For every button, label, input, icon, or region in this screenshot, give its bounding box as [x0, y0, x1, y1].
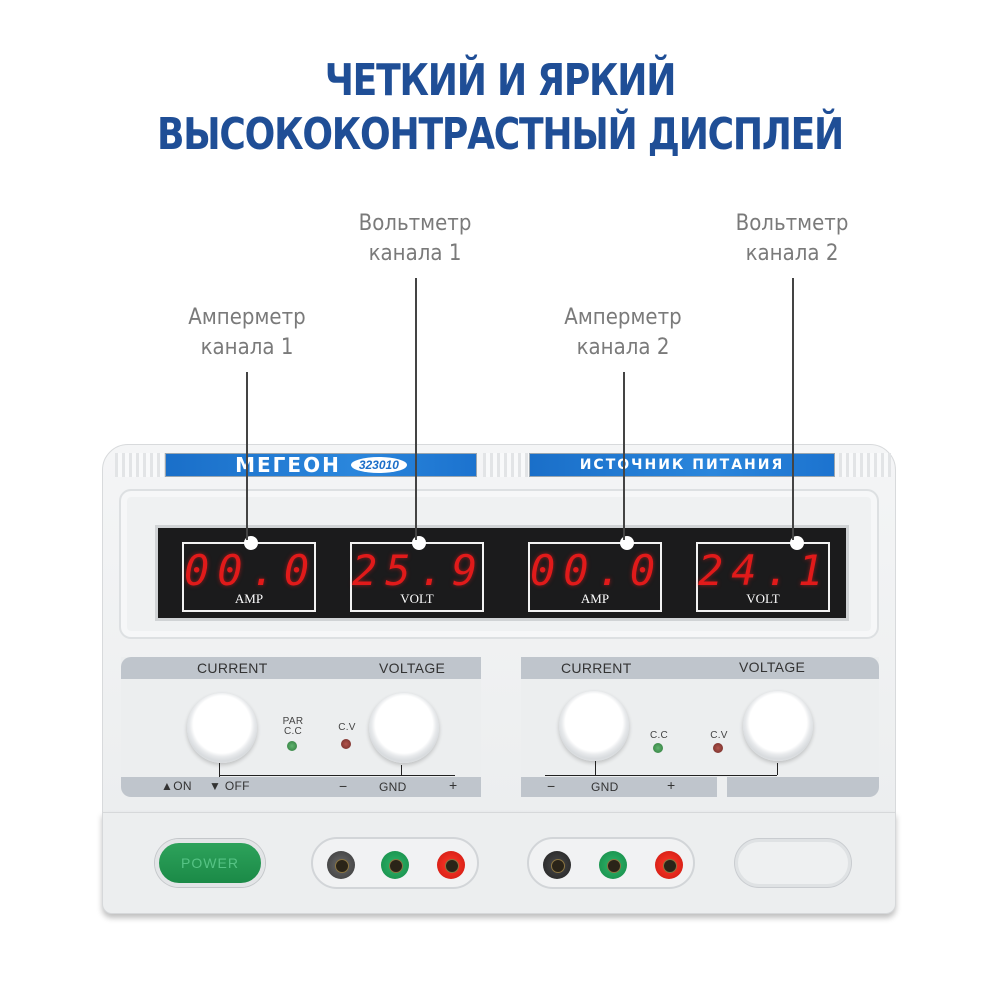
- panel-footer-bar: [121, 777, 481, 797]
- power-off-label: ▼ OFF: [209, 779, 250, 793]
- wire: [219, 763, 220, 777]
- voltage-label: VOLTAGE: [739, 659, 806, 675]
- meter-digits: 25.9: [352, 546, 486, 595]
- callout-voltmeter-channel-1: Вольтметр канала 1: [343, 209, 487, 269]
- wire: [545, 775, 777, 776]
- callout-line-voltmeter-1: [415, 278, 417, 540]
- voltage-knob-channel-1[interactable]: [369, 693, 439, 763]
- button-up-icon: ▲: [161, 779, 174, 793]
- cc-indicator-led: [287, 741, 297, 751]
- wire: [595, 761, 596, 775]
- callout-subtitle: канала 1: [368, 241, 462, 266]
- positive-terminal-channel-1[interactable]: [437, 851, 465, 879]
- voltmeter-channel-1: 25.9 VOLT: [350, 536, 486, 612]
- current-knob-channel-2[interactable]: [559, 691, 629, 761]
- brand-logo: МЕГЕОН: [235, 453, 341, 477]
- power-supply-device: МЕГЕОН 323010 ИСТОЧНИК ПИТАНИЯ 00.0 AMP …: [102, 444, 896, 914]
- terminal-plate-channel-1: [311, 837, 479, 889]
- meter-digits: 00.0: [530, 546, 664, 595]
- callout-line-voltmeter-2: [792, 278, 794, 540]
- current-knob-channel-1[interactable]: [187, 693, 257, 763]
- label-strip: ИСТОЧНИК ПИТАНИЯ: [529, 453, 835, 477]
- callout-line-ammeter-1: [246, 372, 248, 540]
- terminal-plate-channel-2: [527, 837, 695, 889]
- minus-label: −: [547, 778, 556, 794]
- wire: [219, 775, 455, 776]
- cv-label: C.V: [710, 730, 728, 741]
- power-on-label: ▲ON: [161, 779, 192, 793]
- callout-title: Амперметр: [564, 305, 682, 330]
- callout-voltmeter-channel-2: Вольтметр канала 2: [720, 209, 864, 269]
- panel-footer-bar: [521, 777, 717, 797]
- ground-terminal-channel-1[interactable]: [381, 851, 409, 879]
- callout-ammeter-channel-2: Амперметр канала 2: [547, 303, 700, 363]
- par-label: PAR: [282, 716, 304, 727]
- device-type-label: ИСТОЧНИК ПИТАНИЯ: [579, 457, 785, 473]
- minus-label: −: [339, 778, 348, 794]
- callout-subtitle: канала 1: [200, 335, 294, 360]
- blank-cover-plate: [735, 839, 851, 887]
- callout-line-ammeter-2: [623, 372, 625, 540]
- vent-grille-left: [115, 453, 167, 477]
- wire: [777, 763, 778, 775]
- callout-title: Вольтметр: [358, 211, 472, 236]
- cv-indicator-led: [713, 743, 723, 753]
- cv-label: C.V: [338, 722, 356, 733]
- gnd-label: GND: [379, 780, 407, 794]
- display-window: 00.0 AMP 25.9 VOLT 00.0 AMP 24.1 VOLT: [155, 525, 849, 621]
- vent-grille-center: [483, 453, 535, 477]
- plus-label: +: [667, 777, 676, 793]
- power-button[interactable]: POWER: [155, 839, 265, 887]
- vent-grille-right: [839, 453, 891, 477]
- callout-title: Амперметр: [188, 305, 306, 330]
- channel-1-panel: CURRENT VOLTAGE PAR C.C C.V ▲ON ▼ OFF − …: [121, 657, 481, 799]
- headline-line-1: ЧЕТКИЙ И ЯРКИЙ: [324, 55, 677, 106]
- meter-digits: 24.1: [698, 546, 832, 595]
- front-lower-panel: POWER: [102, 812, 896, 914]
- negative-terminal-channel-2[interactable]: [543, 851, 571, 879]
- cc-label: C.C: [283, 726, 303, 737]
- panel-header-bar: [121, 657, 481, 679]
- channel-2-panel: CURRENT VOLTAGE C.C C.V − GND +: [521, 657, 879, 799]
- voltage-label: VOLTAGE: [379, 660, 446, 676]
- button-down-icon: ▼: [209, 779, 225, 793]
- meter-unit: VOLT: [746, 591, 780, 606]
- callout-subtitle: канала 2: [576, 335, 670, 360]
- model-badge: 323010: [350, 457, 407, 473]
- callout-title: Вольтметр: [735, 211, 849, 236]
- current-label: CURRENT: [197, 660, 268, 676]
- positive-terminal-channel-2[interactable]: [655, 851, 683, 879]
- gnd-label: GND: [591, 780, 619, 794]
- cc-label: C.C: [649, 730, 669, 741]
- voltmeter-channel-2: 24.1 VOLT: [696, 536, 832, 612]
- ammeter-channel-1: 00.0 AMP: [182, 536, 318, 612]
- panel-footer-bar-right: [727, 777, 879, 797]
- meter-unit: VOLT: [400, 591, 434, 606]
- ammeter-channel-2: 00.0 AMP: [528, 536, 664, 612]
- cc-indicator-led: [653, 743, 663, 753]
- meter-unit: AMP: [580, 591, 610, 606]
- callout-subtitle: канала 2: [745, 241, 839, 266]
- current-label: CURRENT: [561, 660, 632, 676]
- negative-terminal-channel-1[interactable]: [327, 851, 355, 879]
- ground-terminal-channel-2[interactable]: [599, 851, 627, 879]
- headline-line-2: ВЫСОКОКОНТРАСТНЫЙ ДИСПЛЕЙ: [156, 109, 844, 160]
- meter-unit: AMP: [234, 591, 264, 606]
- par-cc-label: PAR C.C: [281, 717, 305, 737]
- device-case: МЕГЕОН 323010 ИСТОЧНИК ПИТАНИЯ 00.0 AMP …: [102, 444, 896, 814]
- callout-ammeter-channel-1: Амперметр канала 1: [171, 303, 324, 363]
- cv-indicator-led: [341, 739, 351, 749]
- plus-label: +: [449, 777, 458, 793]
- meter-digits: 00.0: [184, 546, 318, 595]
- voltage-knob-channel-2[interactable]: [743, 691, 813, 761]
- panel-header-bar: [521, 657, 879, 679]
- brand-strip: МЕГЕОН 323010: [165, 453, 477, 477]
- wire: [401, 765, 402, 775]
